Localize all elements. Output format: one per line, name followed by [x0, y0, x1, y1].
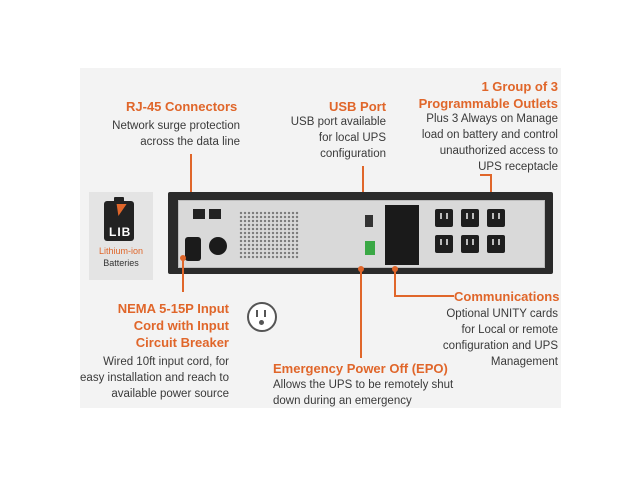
outlets-desc-line: unauthorized access to [439, 145, 558, 157]
outlets-description: Plus 3 Always on Manage load on battery … [400, 111, 558, 175]
circuit-breaker-icon [209, 237, 227, 255]
usb-description: USB port available for local UPS configu… [270, 114, 386, 162]
comm-card-slot [385, 205, 419, 265]
vent-grille [239, 211, 299, 259]
outlets-desc-line: Plus 3 Always on Manage [426, 113, 558, 125]
usb-desc-line: for local UPS [318, 132, 386, 144]
communications-leader-line-v [394, 270, 396, 296]
outlet [461, 209, 479, 227]
rj45-desc-line: Network surge protection [112, 120, 240, 132]
usb-desc-line: USB port available [290, 116, 386, 128]
outlet [435, 235, 453, 253]
communications-desc-line: Optional UNITY cards [446, 308, 558, 320]
nema-plug-icon [247, 302, 277, 332]
outlet [461, 235, 479, 253]
communications-desc-line: Management [490, 356, 558, 368]
lib-icon-text: LIB [109, 225, 132, 239]
outlets-leader-line-h [480, 174, 492, 176]
nema-description: Wired 10ft input cord, for easy installa… [60, 354, 229, 402]
batteries-label: Batteries [103, 258, 139, 268]
nema-desc-line: easy installation and reach to [80, 372, 229, 384]
outlets-desc-line: load on battery and control [421, 129, 558, 141]
outlets-leader-line-v [490, 176, 492, 200]
communications-heading: Communications [454, 289, 560, 304]
nema-desc-line: Wired 10ft input cord, for [103, 356, 229, 368]
communications-description: Optional UNITY cards for Local or remote… [400, 306, 558, 370]
epo-description: Allows the UPS to be remotely shut down … [273, 377, 473, 409]
rj45-leader-line [190, 154, 192, 200]
communications-leader-line-h [394, 295, 454, 297]
rj45-port-out [209, 209, 221, 219]
outlets-heading-line: Programmable Outlets [418, 96, 558, 111]
communications-desc-line: for Local or remote [461, 324, 558, 336]
outlet [487, 209, 505, 227]
usb-desc-line: configuration [320, 148, 386, 160]
epo-desc-line: down during an emergency [273, 395, 412, 407]
outlets-heading-line: 1 Group of 3 [481, 79, 558, 94]
communications-desc-line: configuration and UPS [442, 340, 558, 352]
rj45-heading: RJ-45 Connectors [126, 99, 238, 114]
nema-leader-line [182, 258, 184, 292]
outlets-desc-line: UPS receptacle [478, 161, 558, 173]
ups-rear-panel-image [168, 192, 553, 274]
lithium-ion-label: Lithium-ion [98, 246, 144, 256]
rj45-desc-line: across the data line [140, 136, 240, 148]
nema-desc-line: available power source [111, 388, 229, 400]
nema-heading: NEMA 5-15P Input Cord with Input Circuit… [70, 300, 229, 351]
outlet [487, 235, 505, 253]
input-cord-icon [185, 237, 201, 261]
rj45-description: Network surge protection across the data… [100, 118, 240, 150]
nema-heading-line: Circuit Breaker [135, 335, 229, 350]
nema-leader-dot [180, 255, 186, 261]
epo-leader-dot [358, 266, 364, 272]
epo-leader-line [360, 270, 362, 358]
lightning-bolt-icon [113, 204, 127, 216]
communications-leader-dot [392, 266, 398, 272]
battery-icon: LIB [104, 197, 134, 241]
ups-rear-face [178, 200, 545, 268]
nema-heading-line: Cord with Input [133, 318, 229, 333]
rj45-port-in [193, 209, 205, 219]
nema-heading-line: NEMA 5-15P Input [117, 301, 229, 316]
epo-desc-line: Allows the UPS to be remotely shut [273, 379, 454, 391]
usb-leader-line [362, 166, 364, 206]
epo-heading: Emergency Power Off (EPO) [273, 361, 448, 376]
epo-connector [365, 241, 375, 255]
outlet [435, 209, 453, 227]
usb-port [365, 215, 373, 227]
lithium-battery-badge: LIB Lithium-ion Batteries [89, 192, 153, 280]
outlets-heading: 1 Group of 3 Programmable Outlets [400, 78, 558, 112]
usb-heading: USB Port [329, 99, 387, 114]
